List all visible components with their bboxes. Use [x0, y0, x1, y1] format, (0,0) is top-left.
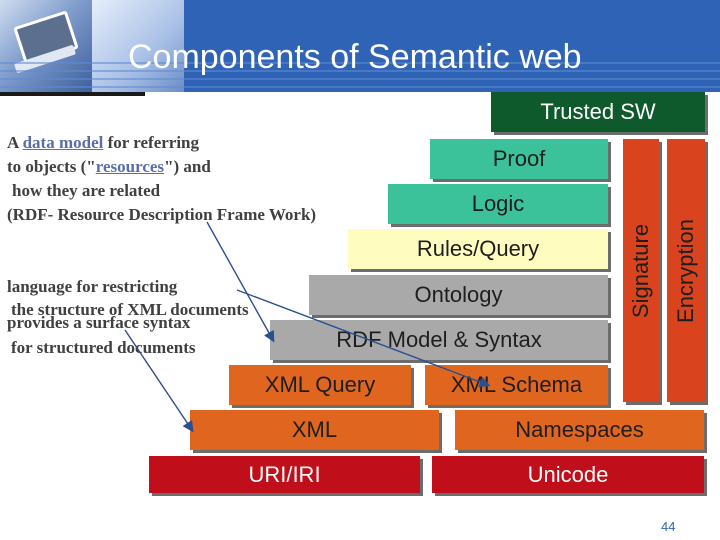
header-photo [0, 0, 92, 92]
layer-unicode: Unicode [432, 456, 704, 493]
rdf-line-1-pre: A [7, 133, 23, 152]
layer-xml-query: XML Query [229, 365, 411, 405]
schema-line-2: the structure of XML documents [11, 300, 249, 319]
xml-line-1: provides a surface syntax [7, 313, 191, 332]
header-photo-secondary [92, 0, 184, 92]
layer-rdf-model-syntax: RDF Model & Syntax [270, 320, 608, 360]
rdf-line-2-post: ") and [164, 157, 211, 176]
slide-title: Components of Semantic web [128, 38, 582, 76]
layer-rules-query: Rules/Query [348, 229, 608, 269]
rdf-description: A data model for referring to objects ("… [7, 131, 316, 227]
layer-xml: XML [190, 410, 439, 450]
header-stripe [0, 62, 720, 64]
schema-line-1: language for restricting [7, 277, 178, 296]
layer-namespaces: Namespaces [455, 410, 704, 450]
layer-xml-schema: XML Schema [425, 365, 608, 405]
layer-encryption: Encryption [667, 139, 705, 402]
data-model-link[interactable]: data model [22, 133, 104, 152]
header-stripe [0, 70, 720, 72]
rdf-line-2-pre: to objects (" [7, 157, 96, 176]
slide-header: Components of Semantic web [0, 0, 720, 92]
rdf-line-4: (RDF- Resource Description Frame Work) [7, 205, 317, 224]
layer-trusted-sw: Trusted SW [491, 92, 705, 132]
rdf-line-3: how they are related [12, 181, 161, 200]
arrow-to-rdf [206, 221, 275, 343]
layer-uri-iri: URI/IRI [149, 456, 420, 493]
resources-link[interactable]: resources [95, 157, 165, 176]
xml-line-2: for structured documents [11, 338, 196, 357]
header-stripe [0, 78, 720, 80]
layer-logic: Logic [388, 184, 608, 224]
encryption-label: Encryption [673, 218, 698, 323]
layer-proof: Proof [430, 139, 608, 179]
layer-signature: Signature [623, 139, 659, 402]
page-number: 44 [661, 519, 676, 534]
title-underline [0, 92, 145, 96]
signature-label: Signature [628, 223, 653, 318]
rdf-line-1-post: for referring [103, 133, 200, 152]
rdf-line-1: A data model for referring [7, 131, 316, 155]
layer-ontology: Ontology [309, 275, 608, 315]
header-stripe [0, 86, 720, 88]
schema-description: language for restricting [7, 275, 177, 299]
rdf-line-2: to objects ("resources") and [7, 155, 316, 179]
